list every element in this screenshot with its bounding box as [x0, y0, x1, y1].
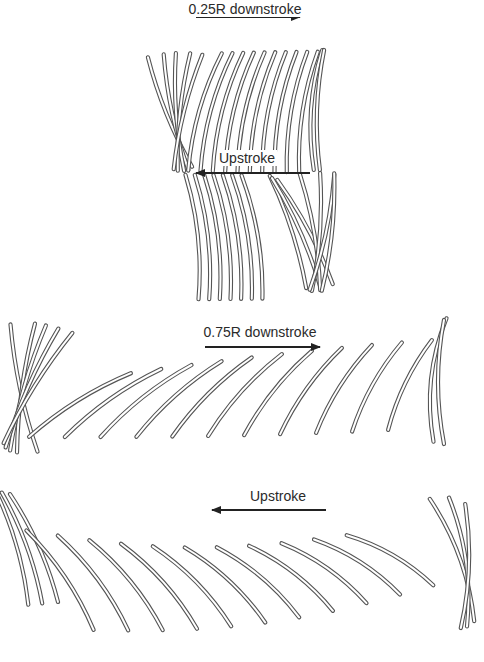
profile-outline — [186, 175, 200, 299]
profile-fill — [58, 536, 128, 631]
profile-outline — [322, 173, 335, 290]
profile-fill — [388, 340, 432, 430]
profile-fill — [2, 493, 42, 604]
profile-outline — [172, 358, 251, 437]
profile-fill — [314, 540, 400, 595]
profile-outline — [314, 540, 400, 595]
profile-fill — [186, 175, 200, 299]
profile-outline — [121, 544, 197, 629]
profile-fill — [185, 548, 265, 623]
profile-outline — [29, 373, 131, 437]
profile-outline — [352, 343, 402, 432]
profile-fill — [461, 504, 469, 628]
profile-outline — [0, 491, 28, 604]
profile-outline — [388, 340, 432, 430]
profile-outline — [310, 174, 335, 289]
profile-outline — [26, 530, 93, 630]
profile-fill — [280, 348, 342, 434]
profile-outline — [10, 494, 58, 602]
profile-outline — [280, 348, 342, 434]
direction-arrow — [196, 172, 310, 174]
stroke-label: Upstroke — [217, 150, 277, 166]
profile-fill — [249, 546, 333, 611]
profile-fill — [10, 494, 58, 602]
profile-fill — [26, 530, 93, 630]
profile-fill — [322, 173, 335, 290]
profile-outline — [347, 535, 434, 585]
profile-fill — [242, 175, 263, 298]
profile-outline — [282, 543, 367, 603]
stroke-label: 0.75R downstroke — [202, 324, 319, 340]
profile-fill — [316, 345, 372, 433]
profile-outline — [58, 536, 128, 631]
profile-outline — [185, 548, 265, 623]
profile-fill — [347, 535, 434, 585]
profile-outline — [438, 320, 444, 444]
profile-fill — [0, 491, 28, 604]
profile-outline — [153, 546, 231, 626]
profile-outline — [316, 345, 372, 433]
profile-fill — [282, 543, 367, 603]
stroke-label: Upstroke — [248, 488, 308, 504]
direction-arrow — [205, 346, 320, 348]
profile-outline — [461, 504, 469, 628]
profile-fill — [217, 547, 299, 617]
profile-fill — [310, 174, 335, 289]
profile-outline — [242, 175, 263, 298]
profile-fill — [153, 546, 231, 626]
profile-fill — [317, 50, 324, 170]
profile-fill — [438, 320, 444, 444]
wing-profiles — [0, 50, 474, 630]
profile-outline — [89, 540, 162, 630]
profile-outline — [249, 546, 333, 611]
profile-fill — [121, 544, 197, 629]
profile-outline — [2, 493, 42, 604]
profile-fill — [89, 540, 162, 630]
profile-fill — [29, 373, 131, 437]
direction-arrow — [212, 509, 326, 511]
profile-outline — [317, 50, 324, 170]
profile-fill — [172, 358, 251, 437]
stroke-label: 0.25R downstroke — [187, 1, 304, 17]
profile-outline — [217, 547, 299, 617]
profile-fill — [352, 343, 402, 432]
